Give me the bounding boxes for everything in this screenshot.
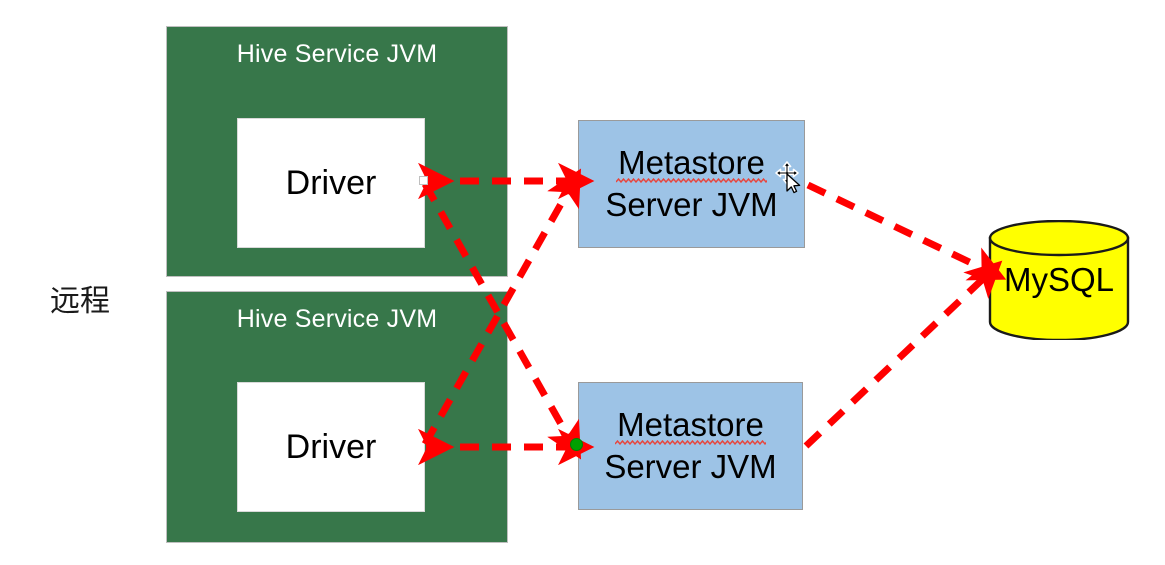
driver-box-2[interactable]: Driver — [237, 382, 425, 512]
cylinder-shape-icon — [988, 219, 1130, 342]
connector-endpoint-dot[interactable] — [570, 438, 583, 451]
mysql-database-cylinder[interactable]: MySQL — [988, 219, 1130, 342]
spellcheck-squiggle-icon-2 — [615, 440, 766, 445]
hive-service-jvm-label-1: Hive Service JVM — [236, 40, 438, 68]
connector-metastore1-to-mysql[interactable] — [806, 181, 1007, 281]
connector-metastore2-to-mysql[interactable] — [803, 260, 1003, 449]
metastore-server-jvm-box-2[interactable]: Metastore Server JVM — [578, 382, 803, 510]
selection-handle[interactable] — [419, 176, 428, 185]
spellcheck-squiggle-icon-1 — [616, 178, 767, 183]
metastore-text-2: Metastore — [617, 405, 764, 443]
hive-service-jvm-label-2: Hive Service JVM — [236, 305, 438, 333]
caption-remote: 远程 — [50, 285, 110, 318]
metastore-text-1: Metastore — [618, 143, 765, 181]
driver-label-2: Driver — [285, 427, 377, 466]
driver-box-1[interactable]: Driver — [237, 118, 425, 248]
metastore-label-2-line2: Server JVM — [604, 448, 777, 485]
metastore-server-jvm-box-1[interactable]: Metastore Server JVM — [578, 120, 805, 248]
metastore-label-1-line1: Metastore — [616, 142, 767, 184]
driver-label-1: Driver — [285, 163, 377, 202]
metastore-label-1-line2: Server JVM — [605, 186, 778, 223]
metastore-label-2-line1: Metastore — [615, 404, 766, 446]
